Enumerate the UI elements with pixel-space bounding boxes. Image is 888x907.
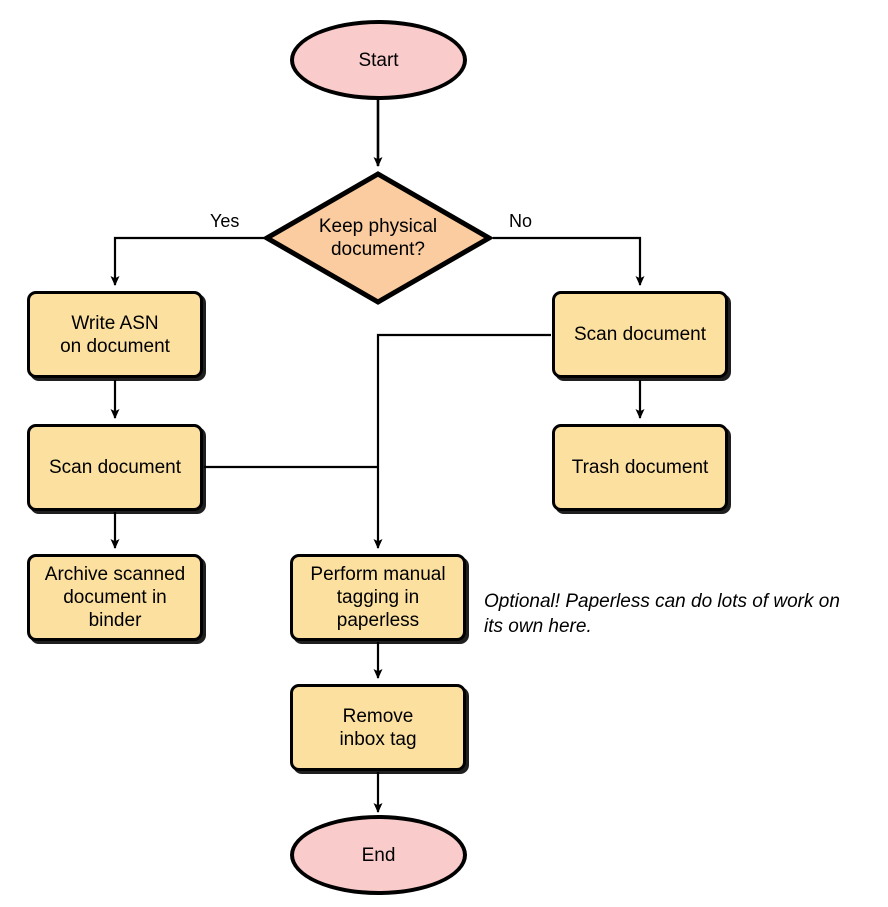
node-scan-document-left[interactable]: Scan document (27, 424, 203, 511)
write-asn-line-1: Write ASN (71, 312, 159, 334)
remove-inbox-line-2: inbox tag (339, 728, 417, 750)
node-end-label: End (361, 844, 396, 866)
decision-label-line-1: Keep physical (318, 216, 438, 237)
edge-keep-no-to-scan-right (493, 236, 645, 286)
node-write-asn-on-document[interactable]: Write ASN on document (27, 291, 203, 378)
remove-inbox-line-1: Remove (342, 705, 414, 727)
node-archive-scanned-document[interactable]: Archive scanned document in binder (27, 554, 203, 641)
node-start[interactable]: Start (290, 20, 467, 100)
decision-label-line-2: document? (330, 239, 425, 260)
edge-label-yes: Yes (210, 211, 240, 231)
tagging-line-3: paperless (336, 610, 420, 631)
archive-line-1: Archive scanned (44, 564, 186, 585)
node-tagging-label: Perform manual tagging in paperless (310, 563, 445, 632)
node-scan-document-right-label: Scan document (573, 324, 707, 345)
edge-label-no: No (509, 211, 533, 231)
node-write-asn-label: Write ASN on document (60, 312, 170, 358)
node-perform-manual-tagging[interactable]: Perform manual tagging in paperless (290, 554, 466, 641)
node-keep-physical-document[interactable]: Keep physical document? (263, 170, 493, 306)
annotation-optional-note: Optional! Paperless can do lots of work … (484, 589, 884, 639)
archive-line-2: document in (63, 587, 167, 608)
node-trash-document[interactable]: Trash document (552, 424, 728, 511)
node-start-label: Start (358, 49, 399, 71)
tagging-line-2: tagging in (336, 587, 420, 608)
archive-line-3: binder (88, 610, 142, 631)
node-remove-inbox-tag-label: Remove inbox tag (339, 705, 416, 751)
tagging-line-1: Perform manual (310, 564, 446, 585)
annotation-line-2: its own here. (484, 616, 592, 637)
node-trash-document-label: Trash document (571, 457, 709, 478)
annotation-line-1: Optional! Paperless can do lots of work … (484, 591, 840, 612)
write-asn-line-2: on document (60, 335, 170, 357)
node-scan-document-left-label: Scan document (48, 457, 182, 478)
edge-scan-right-to-tagging (373, 333, 551, 549)
edge-keep-yes-to-write-asn (110, 236, 264, 286)
node-end[interactable]: End (290, 815, 467, 895)
node-scan-document-right[interactable]: Scan document (552, 291, 728, 378)
node-archive-label: Archive scanned document in binder (45, 563, 185, 632)
node-keep-physical-document-label: Keep physical document? (263, 170, 493, 306)
node-remove-inbox-tag[interactable]: Remove inbox tag (290, 684, 466, 771)
diamond-shape (263, 171, 493, 305)
